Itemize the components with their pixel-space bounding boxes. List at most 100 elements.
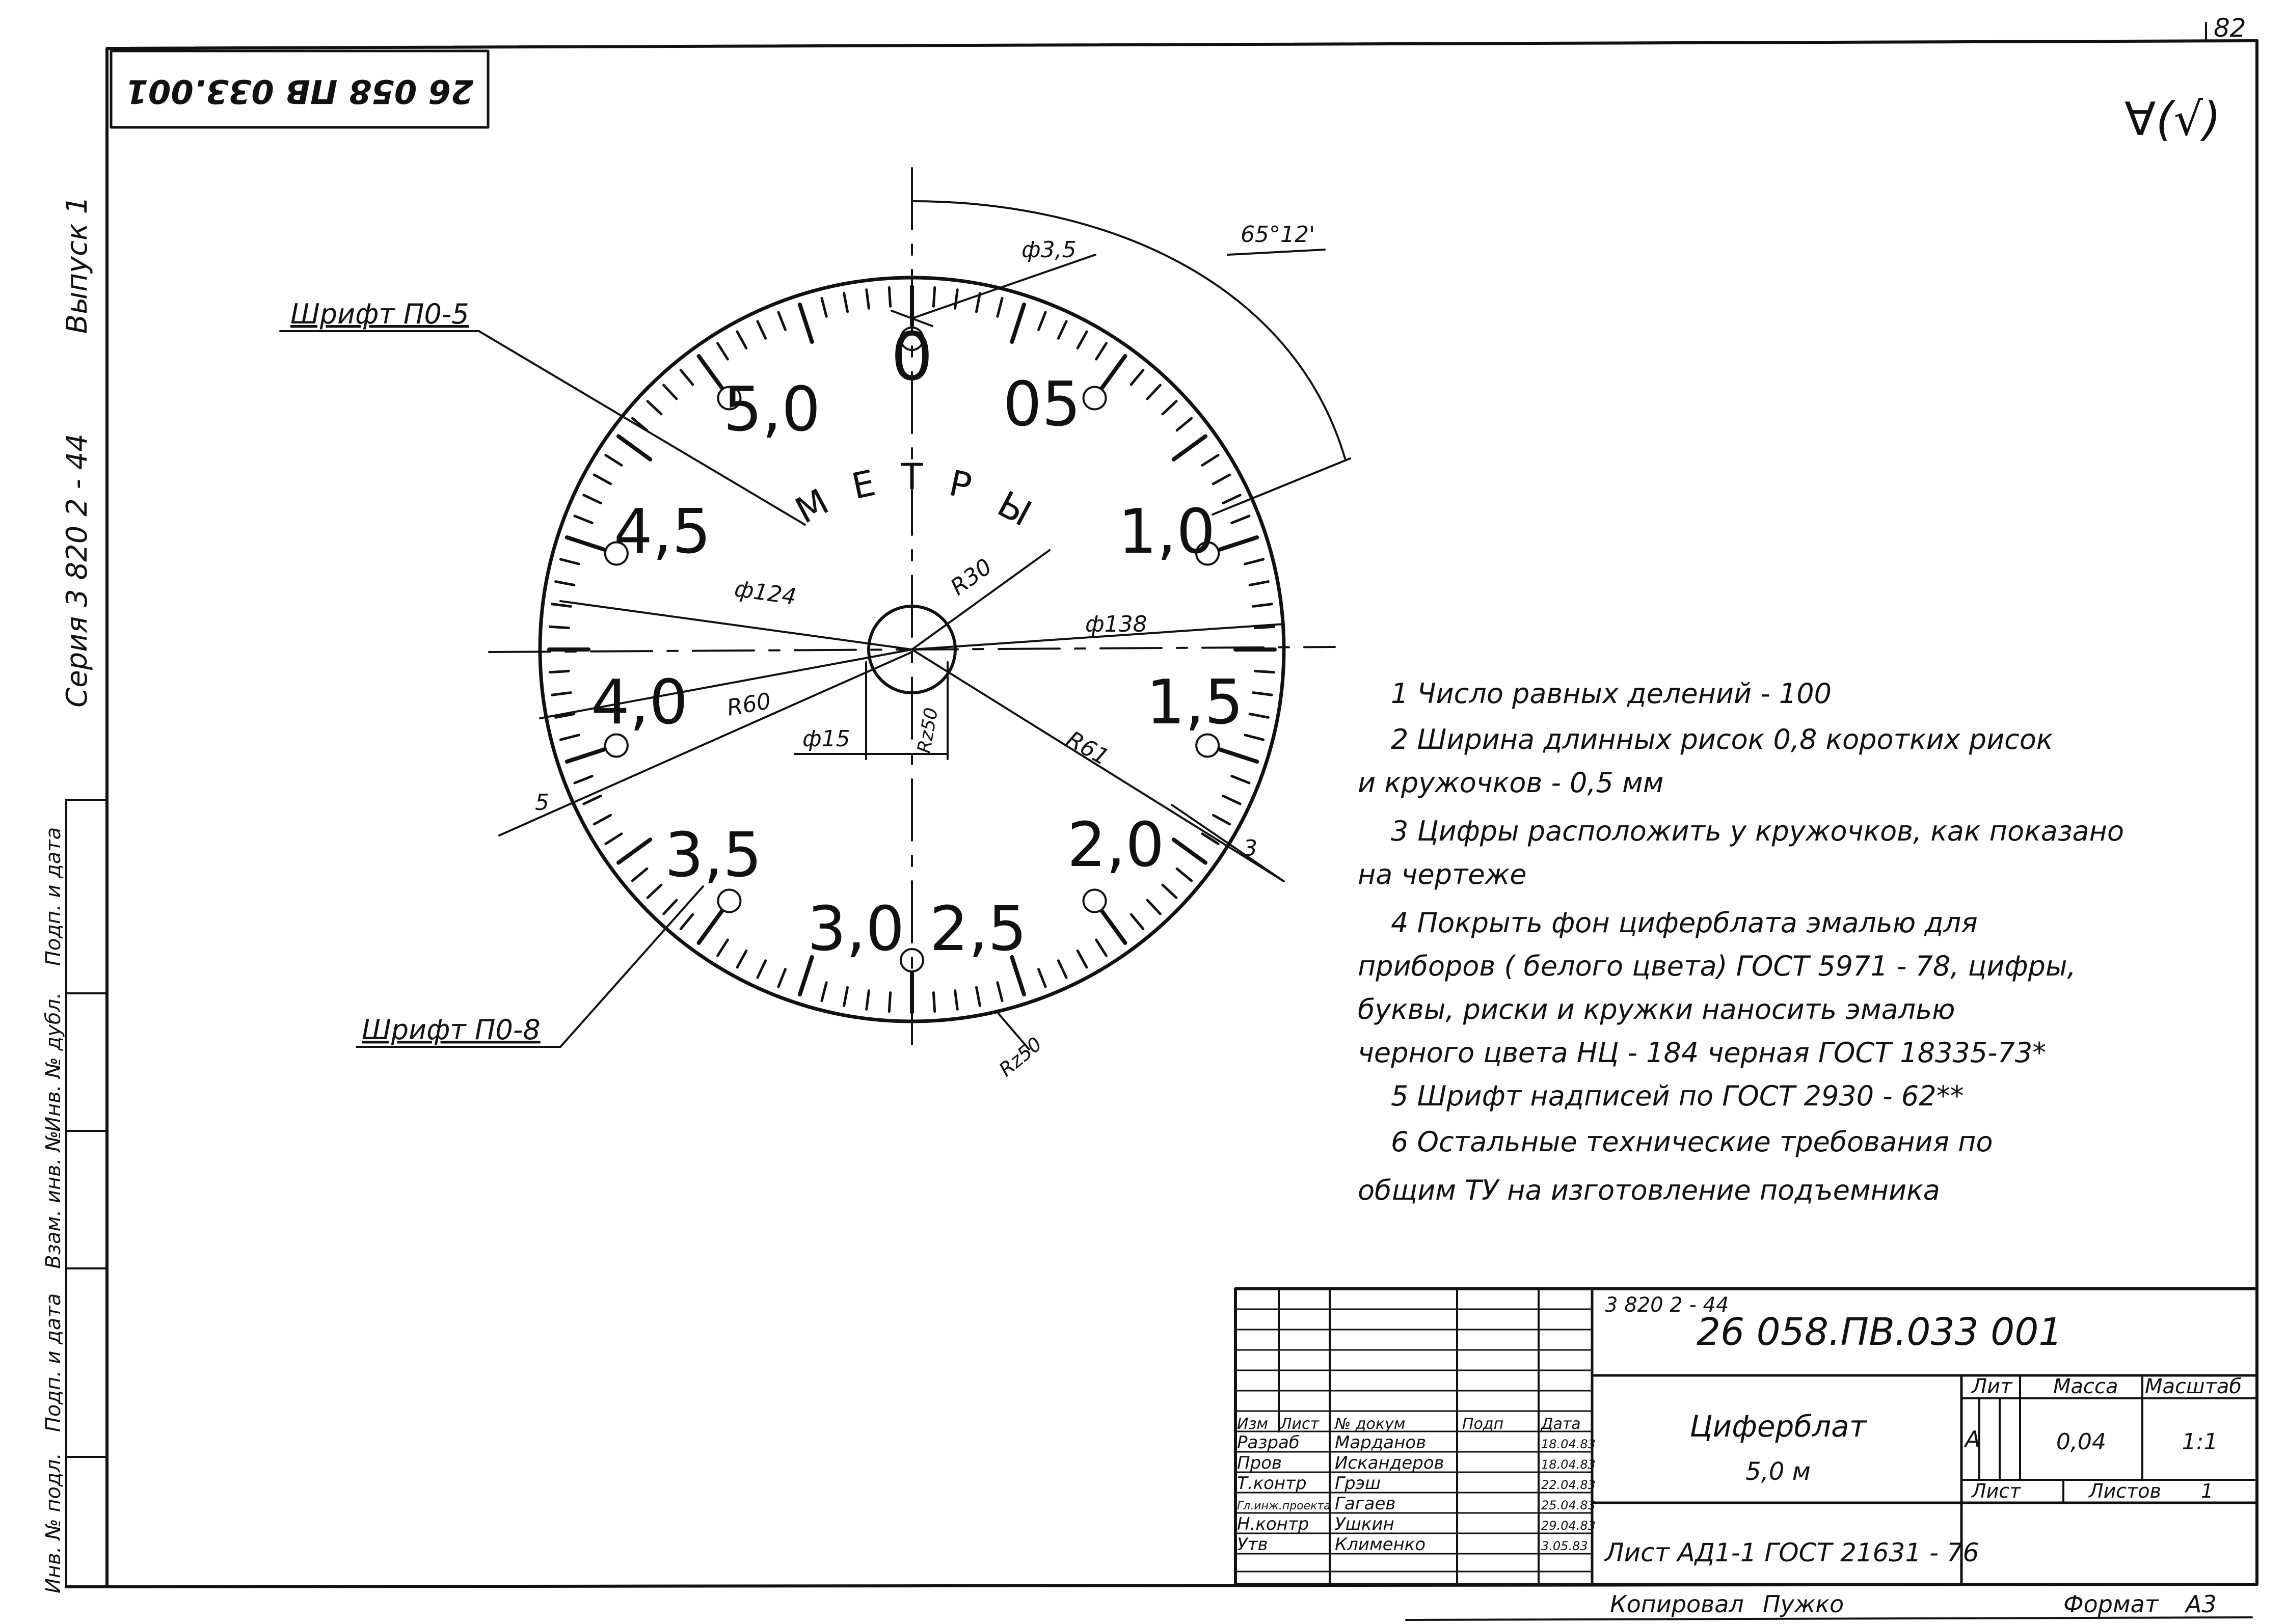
section-mark-3: 3 bbox=[1243, 835, 1257, 861]
side-issue: Выпуск 1 bbox=[61, 196, 94, 334]
dial-word-letter-4: Р bbox=[946, 462, 975, 507]
dial-tick-long bbox=[696, 909, 724, 945]
tb-role-3: Т.контр bbox=[1237, 1473, 1307, 1494]
dial-tick-long bbox=[1217, 747, 1259, 764]
dial-tick-short bbox=[1037, 311, 1047, 331]
tb-role-6: Утв bbox=[1237, 1534, 1268, 1555]
dial-tick-short bbox=[777, 311, 787, 331]
dial-tick-short bbox=[1244, 558, 1265, 565]
dial-marker-circle bbox=[1195, 541, 1220, 566]
dial-tick-short bbox=[1095, 938, 1108, 957]
tb-col-docnum: № докум bbox=[1334, 1415, 1405, 1433]
callout-d138: ф138 bbox=[1085, 611, 1147, 637]
tb-date-1: 18.04.83 bbox=[1541, 1437, 1596, 1451]
dial-tick-short bbox=[887, 991, 892, 1013]
dial-tick-short bbox=[1129, 368, 1145, 386]
tb-role-5: Н.контр bbox=[1237, 1514, 1309, 1534]
callout-r61: R61 bbox=[1062, 726, 1113, 770]
dial-tick-short bbox=[604, 453, 623, 467]
tb-copier-name: Пужко bbox=[1763, 1590, 1844, 1618]
tb-col-izm: Изм bbox=[1237, 1415, 1268, 1433]
dial-tick-short bbox=[716, 938, 729, 957]
dial-ticks bbox=[547, 285, 1277, 1014]
dial-tick-short bbox=[1175, 417, 1193, 432]
dial-tick-short bbox=[662, 384, 678, 400]
dial-numeral-2-0: 2,0 bbox=[1067, 810, 1165, 881]
dial-numeral-1-0: 1,0 bbox=[1118, 497, 1216, 567]
dial-tick-short bbox=[593, 473, 612, 485]
tb-copied-label: Копировал bbox=[1610, 1590, 1744, 1618]
dial-tick-short bbox=[573, 774, 594, 784]
tb-date-4: 25.04.83 bbox=[1541, 1498, 1596, 1512]
callout-angle: 65°12' bbox=[1241, 222, 1315, 248]
dial-tick-short bbox=[1201, 832, 1220, 846]
dial-numeral-4-0: 4,0 bbox=[591, 667, 688, 738]
note-line-6: 4 Покрыть фон циферблата эмалью для bbox=[1391, 907, 1978, 939]
dial-tick-long bbox=[1010, 955, 1027, 997]
note-line-5: на чертеже bbox=[1358, 858, 1527, 890]
dial-numeral-3-5: 3,5 bbox=[665, 820, 762, 891]
dial-marker-circle bbox=[1082, 888, 1107, 913]
tb-sheet-label: Лист bbox=[1971, 1480, 2022, 1502]
dial-tick-short bbox=[1175, 867, 1193, 882]
dial-tick-short bbox=[843, 986, 849, 1007]
side-box-1: Подп. и дата bbox=[42, 827, 65, 966]
dial-tick-long bbox=[696, 354, 724, 390]
dial-numeral-05: 05 bbox=[1003, 369, 1081, 440]
dial-marker-circles bbox=[604, 327, 1220, 972]
dial-marker-circle bbox=[604, 541, 629, 566]
dial-tick-short bbox=[1146, 384, 1162, 400]
rotated-stamp: 26 058 ПВ 033.001 bbox=[110, 49, 490, 129]
dial-numeral-2-5: 2,5 bbox=[930, 894, 1027, 965]
dial-tick-long bbox=[1100, 354, 1127, 390]
side-strip: Серия 3 820 2 - 44 Выпуск 1 Подп. и дата… bbox=[42, 196, 108, 1593]
dial-word-letter-2: Е bbox=[848, 462, 879, 507]
dial-tick-short bbox=[679, 368, 694, 386]
dial-tick-long bbox=[797, 302, 814, 344]
dial-tick-short bbox=[548, 625, 570, 630]
callout-d35: ф3,5 bbox=[1021, 237, 1077, 263]
dial-tick-short bbox=[646, 883, 663, 899]
dial-tick-short bbox=[1212, 473, 1231, 485]
dial-tick-short bbox=[1230, 515, 1251, 525]
tb-part-sub: 5,0 м bbox=[1745, 1457, 1811, 1486]
tb-name-5: Ушкин bbox=[1335, 1514, 1394, 1534]
dial-word-letter-3: Т bbox=[901, 456, 923, 498]
tb-designation: 26 058.ПВ.033 001 bbox=[1697, 1310, 2062, 1354]
tb-mass-value: 0,04 bbox=[2056, 1429, 2106, 1455]
dial-tick-short bbox=[1129, 913, 1145, 931]
callout-font-po5: Шрифт П0-5 bbox=[290, 298, 469, 330]
dial-tick-short bbox=[887, 286, 892, 308]
dial-tick-short bbox=[865, 288, 870, 310]
dial-word-letter-1: М bbox=[789, 480, 836, 532]
tb-sheets-value: 1 bbox=[2201, 1480, 2213, 1502]
dial-marker-circle bbox=[1195, 733, 1220, 758]
dial-numeral-0: 0 bbox=[891, 318, 933, 395]
note-line-12: общим ТУ на изготовление подъемника bbox=[1358, 1174, 1940, 1206]
dimension-lines bbox=[279, 200, 1351, 1050]
dial-tick-short bbox=[820, 981, 828, 1003]
note-line-10: 5 Шрифт надписей по ГОСТ 2930 - 62** bbox=[1391, 1080, 1964, 1112]
tb-date-3: 22.04.83 bbox=[1541, 1478, 1596, 1492]
tb-sheets-label: Листов bbox=[2088, 1480, 2161, 1502]
tb-name-3: Грэш bbox=[1335, 1473, 1381, 1494]
dial-tick-short bbox=[1244, 734, 1265, 741]
dial-tick-short bbox=[679, 913, 694, 931]
dial-tick-short bbox=[932, 286, 936, 308]
dial-marker-circle bbox=[900, 327, 924, 351]
tb-date-6: 3.05.83 bbox=[1541, 1539, 1588, 1553]
dial-tick-short bbox=[777, 968, 787, 988]
dial-tick-short bbox=[1252, 691, 1273, 696]
tb-scale-label: Масштаб bbox=[2145, 1375, 2242, 1398]
dial-tick-short bbox=[582, 494, 602, 505]
dial-tick-short bbox=[1222, 494, 1242, 505]
dial-tick-short bbox=[1212, 814, 1231, 826]
tb-lit-label: Лит bbox=[1971, 1375, 2013, 1398]
dial-tick-long bbox=[616, 837, 653, 865]
dial-tick-long bbox=[1010, 302, 1027, 344]
dial-tick-short bbox=[820, 296, 828, 318]
dial-tick-short bbox=[1057, 320, 1068, 340]
note-line-11: 6 Остальные технические требования по bbox=[1391, 1126, 1993, 1158]
dial-tick-short bbox=[593, 814, 612, 826]
